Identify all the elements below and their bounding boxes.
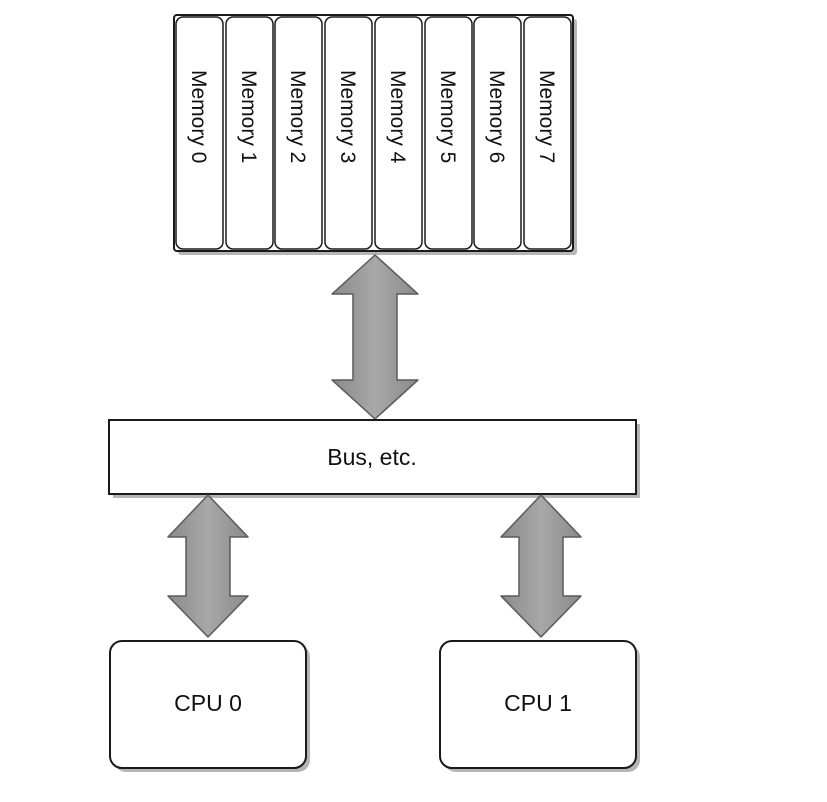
memory-bank-2: Memory 2 — [274, 16, 323, 250]
memory-bank-label-4: Memory 4 — [386, 70, 409, 164]
bus-bar-frame — [108, 419, 637, 495]
memory-bank-label-5: Memory 5 — [436, 70, 459, 163]
cpu-1-box: CPU 1 — [439, 640, 640, 772]
memory-bank-5: Memory 5 — [424, 16, 473, 250]
cpu-0-frame — [109, 640, 307, 769]
cpu-1-frame — [439, 640, 637, 769]
memory-bank-4: Memory 4 — [374, 16, 423, 250]
memory-bank-label-3: Memory 3 — [336, 70, 359, 163]
bus-bar: Bus, etc. — [108, 419, 640, 498]
cpu-1-label: CPU 1 — [504, 690, 572, 716]
bus-cpu1-double-arrow-icon — [500, 494, 582, 638]
memory-bank-6: Memory 6 — [473, 16, 522, 250]
memory-bank-label-0: Memory 0 — [187, 70, 210, 163]
memory-bus-double-arrow-icon — [331, 254, 419, 420]
cpu-0-box: CPU 0 — [109, 640, 310, 772]
memory-module: Memory 0 Memory 1 Memory 2 Memory 3 Memo… — [173, 14, 577, 255]
memory-bank-label-7: Memory 7 — [535, 70, 558, 163]
memory-bank-label-6: Memory 6 — [485, 70, 508, 163]
bus-cpu0-double-arrow-icon — [167, 494, 249, 638]
cpu-0-label: CPU 0 — [174, 690, 242, 716]
memory-bank-1: Memory 1 — [225, 16, 274, 250]
memory-bank-3: Memory 3 — [324, 16, 373, 250]
memory-bank-7: Memory 7 — [523, 16, 572, 250]
memory-bank-0: Memory 0 — [175, 16, 224, 250]
memory-bank-label-2: Memory 2 — [286, 70, 309, 163]
bus-label: Bus, etc. — [327, 444, 416, 470]
memory-bank-label-1: Memory 1 — [237, 70, 260, 163]
